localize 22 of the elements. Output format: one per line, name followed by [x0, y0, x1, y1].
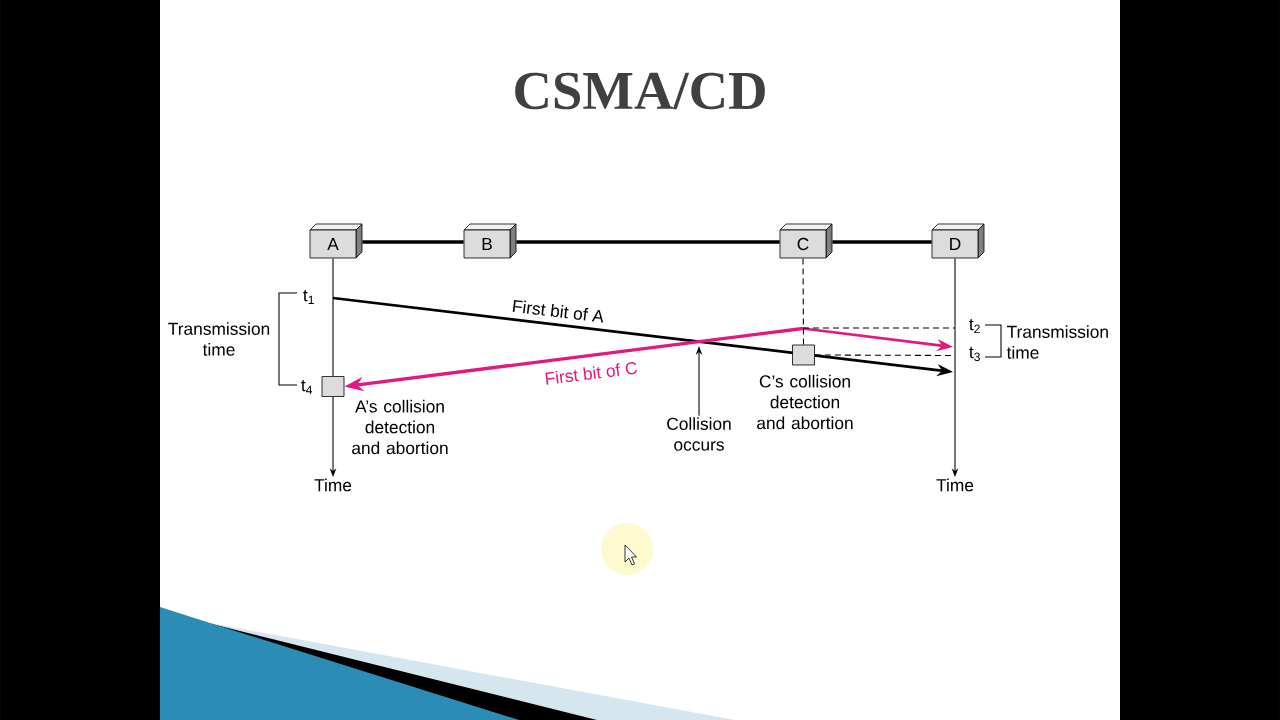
bus-line: [832, 240, 932, 244]
collision-marker: [792, 344, 815, 366]
time-label: Time: [314, 478, 352, 492]
caption-text: A’s collision detection and abortion: [352, 399, 448, 455]
timeline: [332, 257, 334, 377]
station-box: D: [931, 223, 985, 259]
station-box: C: [779, 223, 833, 259]
bracket-label: Transmission time: [168, 322, 270, 356]
bus-line: [516, 240, 780, 244]
dashed-line: [814, 354, 956, 357]
station-box: A: [309, 223, 363, 259]
time-mark: t$_{3}$: [969, 346, 980, 362]
bus-line: [362, 240, 464, 244]
dashed-line: [802, 257, 805, 346]
time-label: Time: [936, 478, 974, 492]
callout-text: Collision occurs: [667, 417, 731, 451]
station-box: B: [463, 223, 517, 259]
caption-text: C’s collision detection and abortion: [757, 374, 853, 430]
bracket-label: Transmission time: [1006, 325, 1108, 359]
edge-label: First bit of C: [542, 359, 640, 387]
collision-marker: [321, 376, 345, 397]
title: CSMA/CD: [515, 72, 765, 110]
